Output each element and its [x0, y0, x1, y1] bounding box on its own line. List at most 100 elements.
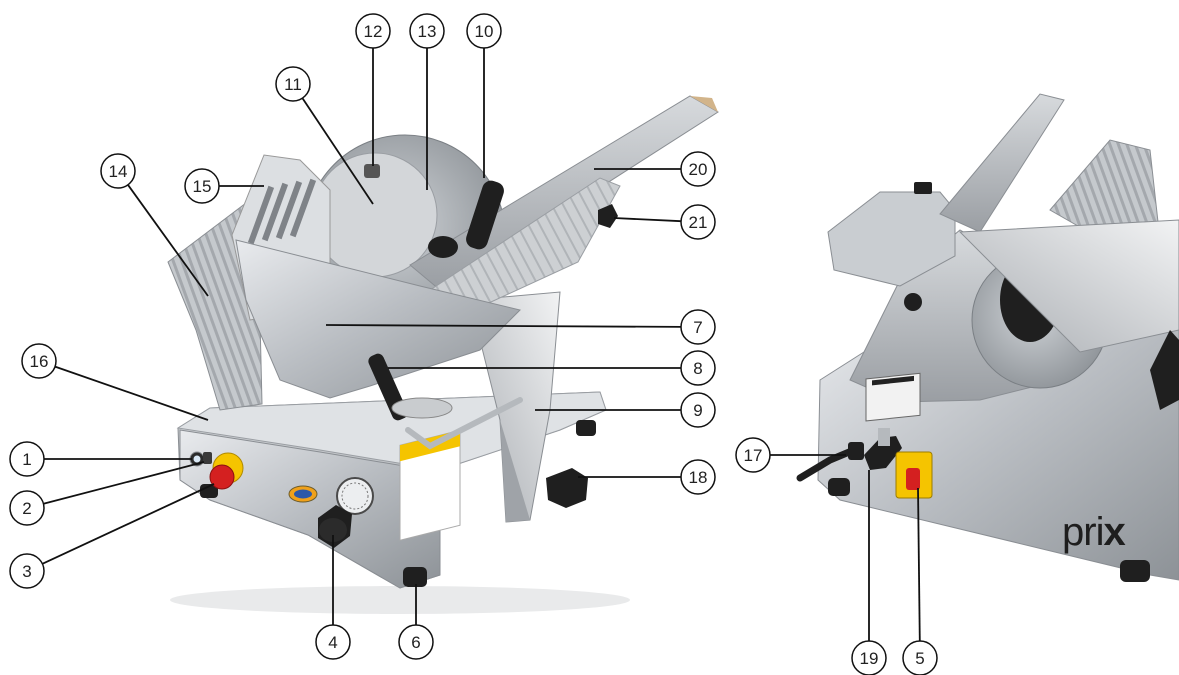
callout-11: 11: [275, 66, 374, 205]
callout-20: 20: [594, 151, 716, 187]
callout-circle: [680, 459, 716, 495]
carriage-lock-knob[interactable]: [546, 468, 588, 508]
pusher-rail-end: [690, 96, 718, 112]
callout-circle: [9, 490, 45, 526]
callout-1: 1: [9, 441, 192, 477]
callout-circle: [851, 640, 887, 675]
callout-number: 4: [328, 633, 337, 652]
callout-circle: [398, 624, 434, 660]
callout-circle: [100, 153, 136, 189]
callout-13: 13: [409, 13, 445, 190]
callout-number: 13: [418, 22, 437, 41]
floor-shadow: [170, 586, 630, 614]
callout-9: 9: [535, 392, 716, 428]
callout-leader-line: [127, 184, 209, 297]
side-top-knob: [914, 182, 932, 194]
callout-10: 10: [466, 13, 502, 178]
callout-number: 6: [411, 633, 420, 652]
callout-circle: [735, 437, 771, 473]
callout-leader-line: [325, 324, 682, 328]
callout-18: 18: [578, 459, 716, 495]
callout-3: 3: [9, 483, 215, 589]
pusher-lock[interactable]: [598, 204, 618, 228]
pusher-handle[interactable]: [464, 178, 507, 251]
side-pivot: [904, 293, 922, 311]
dial-scale: [341, 482, 369, 510]
callout-number: 7: [693, 318, 702, 337]
power-cord-plug: [848, 442, 864, 460]
foot-left: [403, 567, 427, 587]
callout-17: 17: [735, 437, 846, 473]
callout-circle: [355, 13, 391, 49]
power-light-lens: [193, 455, 201, 463]
callout-circle: [466, 13, 502, 49]
side-top-housing: [827, 191, 956, 287]
thickness-knob-cap: [319, 518, 347, 542]
callout-leader-line: [613, 217, 682, 223]
callout-5: 5: [902, 487, 938, 675]
sharpener-shaft: [878, 428, 890, 446]
callout-leader-line: [301, 97, 374, 205]
callout-number: 20: [689, 160, 708, 179]
callout-number: 5: [915, 649, 924, 668]
callout-circle: [315, 624, 351, 660]
slicer-front-view: [167, 95, 719, 614]
callout-15: 15: [184, 168, 264, 204]
callout-number: 12: [364, 22, 383, 41]
callout-circle: [9, 441, 45, 477]
callout-number: 14: [109, 162, 128, 181]
side-handle: [1150, 330, 1179, 410]
carriage-handle-rod: [405, 397, 523, 450]
callout-number: 1: [22, 450, 31, 469]
base-front-face: [179, 429, 441, 589]
callout-number: 15: [193, 177, 212, 196]
callout-circle: [409, 13, 445, 49]
callout-circle: [680, 204, 716, 240]
callout-14: 14: [100, 153, 209, 297]
callout-number: 9: [693, 401, 702, 420]
callout-12: 12: [355, 13, 391, 166]
callout-19: 19: [851, 470, 887, 675]
callout-4: 4: [315, 535, 351, 660]
callout-leader-line: [42, 483, 215, 565]
callout-8: 8: [388, 350, 716, 386]
callout-number: 17: [744, 446, 763, 465]
rating-plate: [865, 372, 921, 422]
callout-circle: [275, 66, 311, 102]
brand-logo: prix: [1062, 510, 1125, 554]
callout-21: 21: [613, 204, 716, 240]
brand-badge-inner: [294, 489, 312, 499]
callout-number: 11: [284, 75, 302, 94]
callout-number: 16: [30, 352, 49, 371]
side-foot-front: [828, 478, 850, 496]
carriage-tray: [235, 239, 521, 399]
on-off-button[interactable]: [203, 452, 212, 464]
emergency-stop-button[interactable]: [209, 464, 235, 490]
carriage-base-disc: [391, 397, 453, 419]
pusher-handle-base: [428, 236, 458, 258]
callout-number: 10: [475, 22, 494, 41]
rating-plate-header: [872, 375, 914, 386]
callout-circle: [680, 151, 716, 187]
callout-number: 2: [22, 499, 31, 518]
callout-6: 6: [398, 584, 434, 660]
thickness-dial: [336, 477, 374, 515]
callout-leader-line: [43, 461, 205, 505]
callout-number: 21: [689, 213, 708, 232]
callout-circle: [680, 309, 716, 345]
callout-7: 7: [325, 309, 716, 345]
callout-leader-line: [917, 487, 921, 642]
power-cord: [796, 446, 858, 482]
cover-knob[interactable]: [364, 164, 380, 178]
main-switch-lever: [906, 468, 920, 490]
slicer-side-view: prix: [796, 93, 1179, 582]
side-pusher-rail: [939, 93, 1065, 233]
callout-circle: [680, 392, 716, 428]
callout-number: 8: [693, 359, 702, 378]
thickness-plate-slots: [247, 178, 317, 245]
sharpener-knob[interactable]: [864, 436, 902, 470]
carriage-arm-shadow: [500, 420, 530, 522]
callout-leader-line: [54, 365, 209, 421]
